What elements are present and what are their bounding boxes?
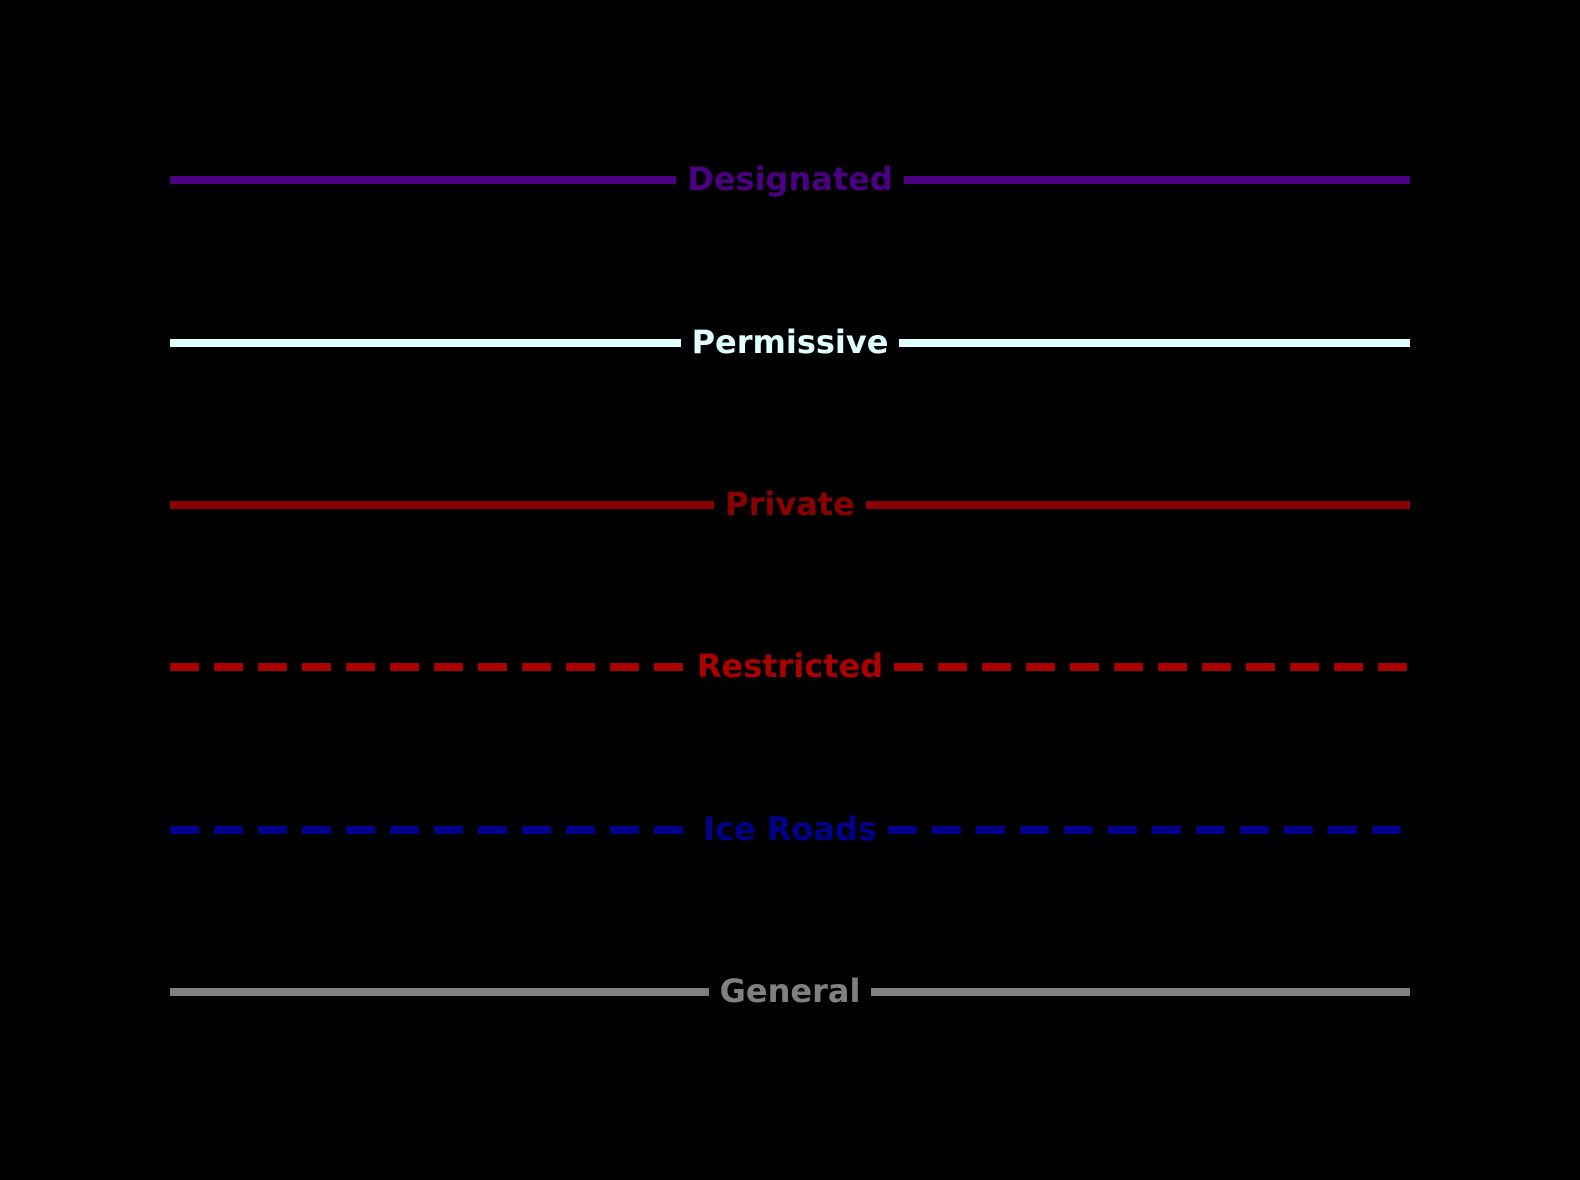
legend-item-restricted: Restricted (170, 645, 1410, 689)
private-line-right-segment (865, 501, 1410, 509)
legend-item-label: Permissive (691, 323, 889, 361)
ice-roads-line-left-segment (170, 826, 693, 834)
permissive-line-left-segment (170, 339, 681, 347)
legend-item-label: Designated (687, 160, 893, 198)
legend-item-designated: Designated (170, 158, 1410, 202)
ice-roads-line-right-segment (887, 826, 1411, 834)
legend-item-label: Restricted (696, 647, 884, 685)
restricted-line-left-segment (170, 663, 686, 671)
general-line-right-segment (871, 988, 1411, 996)
legend-item-ice-roads: Ice Roads (170, 808, 1411, 852)
designated-line-right-segment (903, 176, 1410, 184)
legend-item-label: Private (725, 485, 855, 523)
legend-item-general: General (170, 970, 1411, 1014)
legend-item-permissive: Permissive (170, 321, 1410, 365)
designated-line-left-segment (170, 176, 677, 184)
permissive-line-right-segment (899, 339, 1410, 347)
private-line-left-segment (170, 501, 715, 509)
legend-item-label: Ice Roads (703, 810, 877, 848)
general-line-left-segment (170, 988, 709, 996)
restricted-line-right-segment (894, 663, 1410, 671)
legend-item-private: Private (170, 483, 1410, 527)
legend-item-label: General (719, 972, 861, 1010)
